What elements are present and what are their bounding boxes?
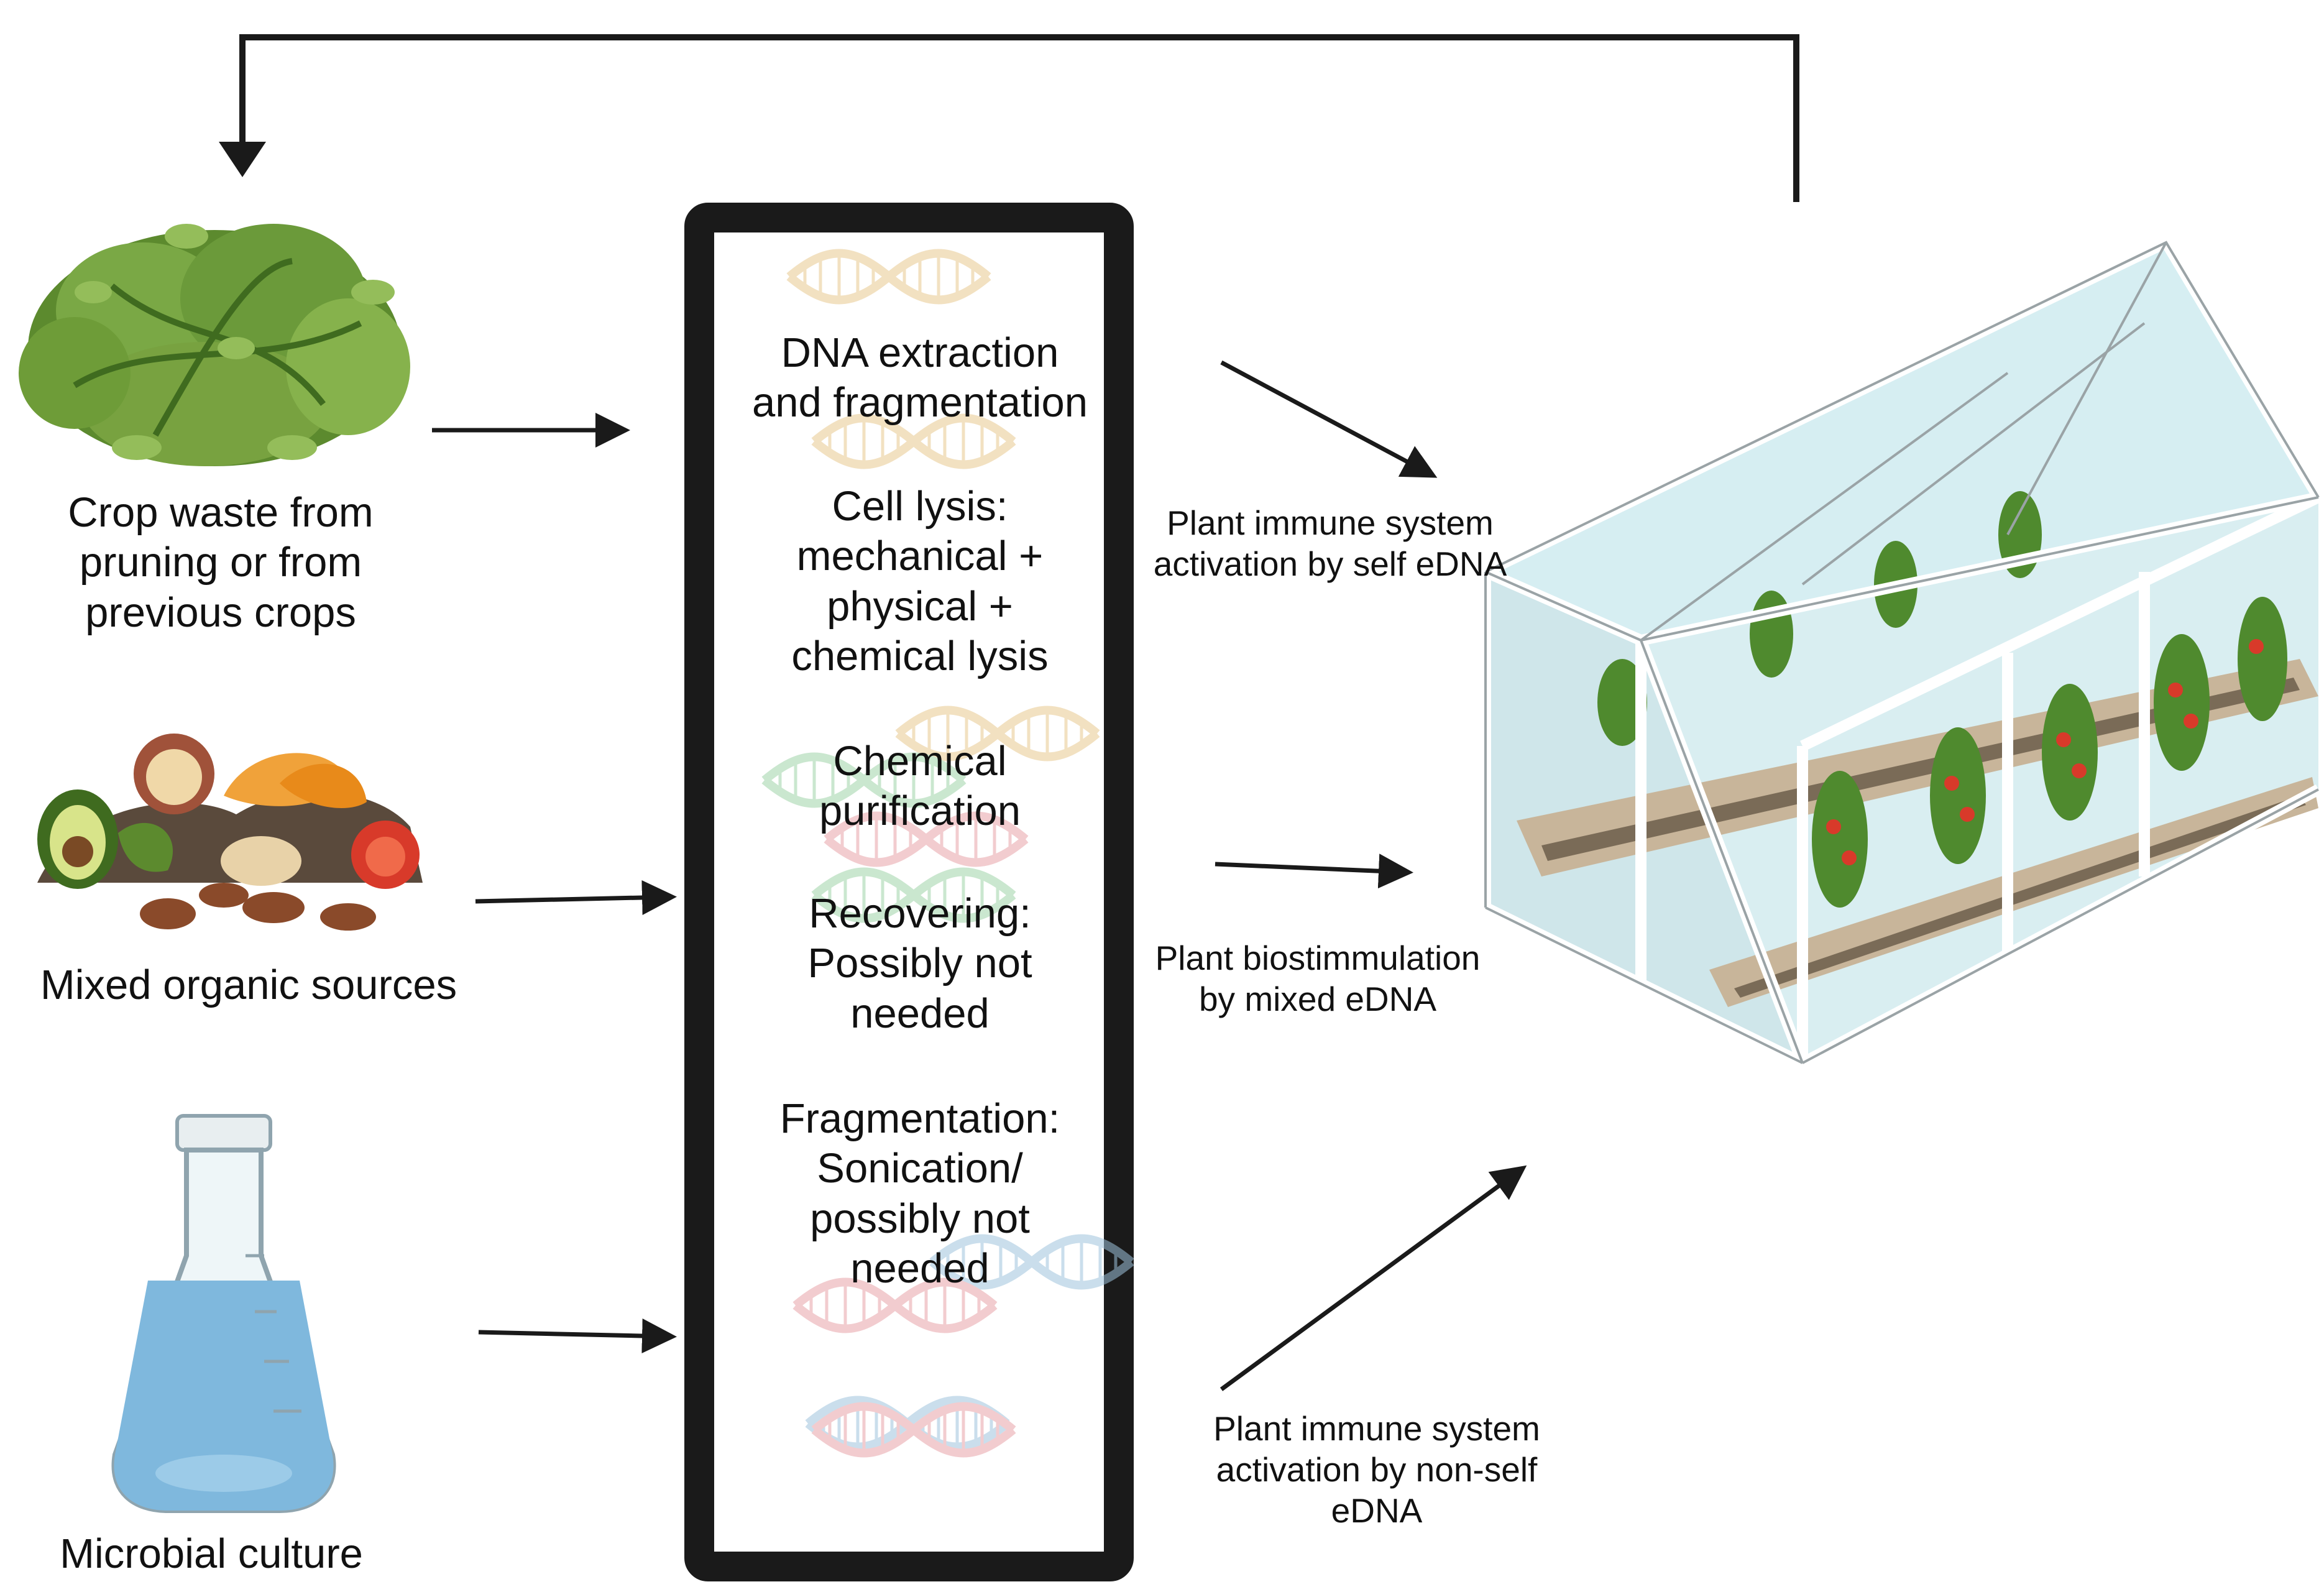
process-step-fragmentation: Fragmentation: Sonication/ possibly not … [779,1095,1060,1292]
arrow-mixed-to-process [475,880,677,915]
arrow-self-edna [1220,360,1438,478]
outcome-label-mixed-edna: Plant biostimmulation by mixed eDNA [1155,939,1481,1018]
source-label-microbial-culture: Microbial culture [60,1530,363,1577]
feedback-arrowhead [219,142,266,177]
leaf-pile-icon [19,224,410,466]
feedback-loop-arrow [239,34,1799,202]
process-step-cell-lysis: Cell lysis: mechanical + physical + chem… [791,483,1049,680]
flask-icon [111,1114,336,1513]
outcome-label-self-edna: Plant immune system activation by self e… [1153,504,1507,583]
organic-waste-icon [37,734,423,931]
source-label-mixed-organic: Mixed organic sources [40,962,457,1008]
process-step-chemical-purification: Chemical purification [819,738,1021,835]
arrow-nonself-edna [1219,1165,1527,1391]
greenhouse-icon [1480,235,2323,1069]
arrow-microbial-to-process [478,1318,677,1354]
outcome-label-nonself-edna: Plant immune system activation by non-se… [1213,1409,1540,1530]
process-step-dna-extraction: DNA extraction and fragmentation [751,329,1088,426]
process-step-recovering: Recovering: Possibly not needed [807,890,1032,1037]
arrow-mixed-edna [1215,854,1413,889]
source-label-crop-waste: Crop waste from pruning or from previous… [68,489,374,636]
